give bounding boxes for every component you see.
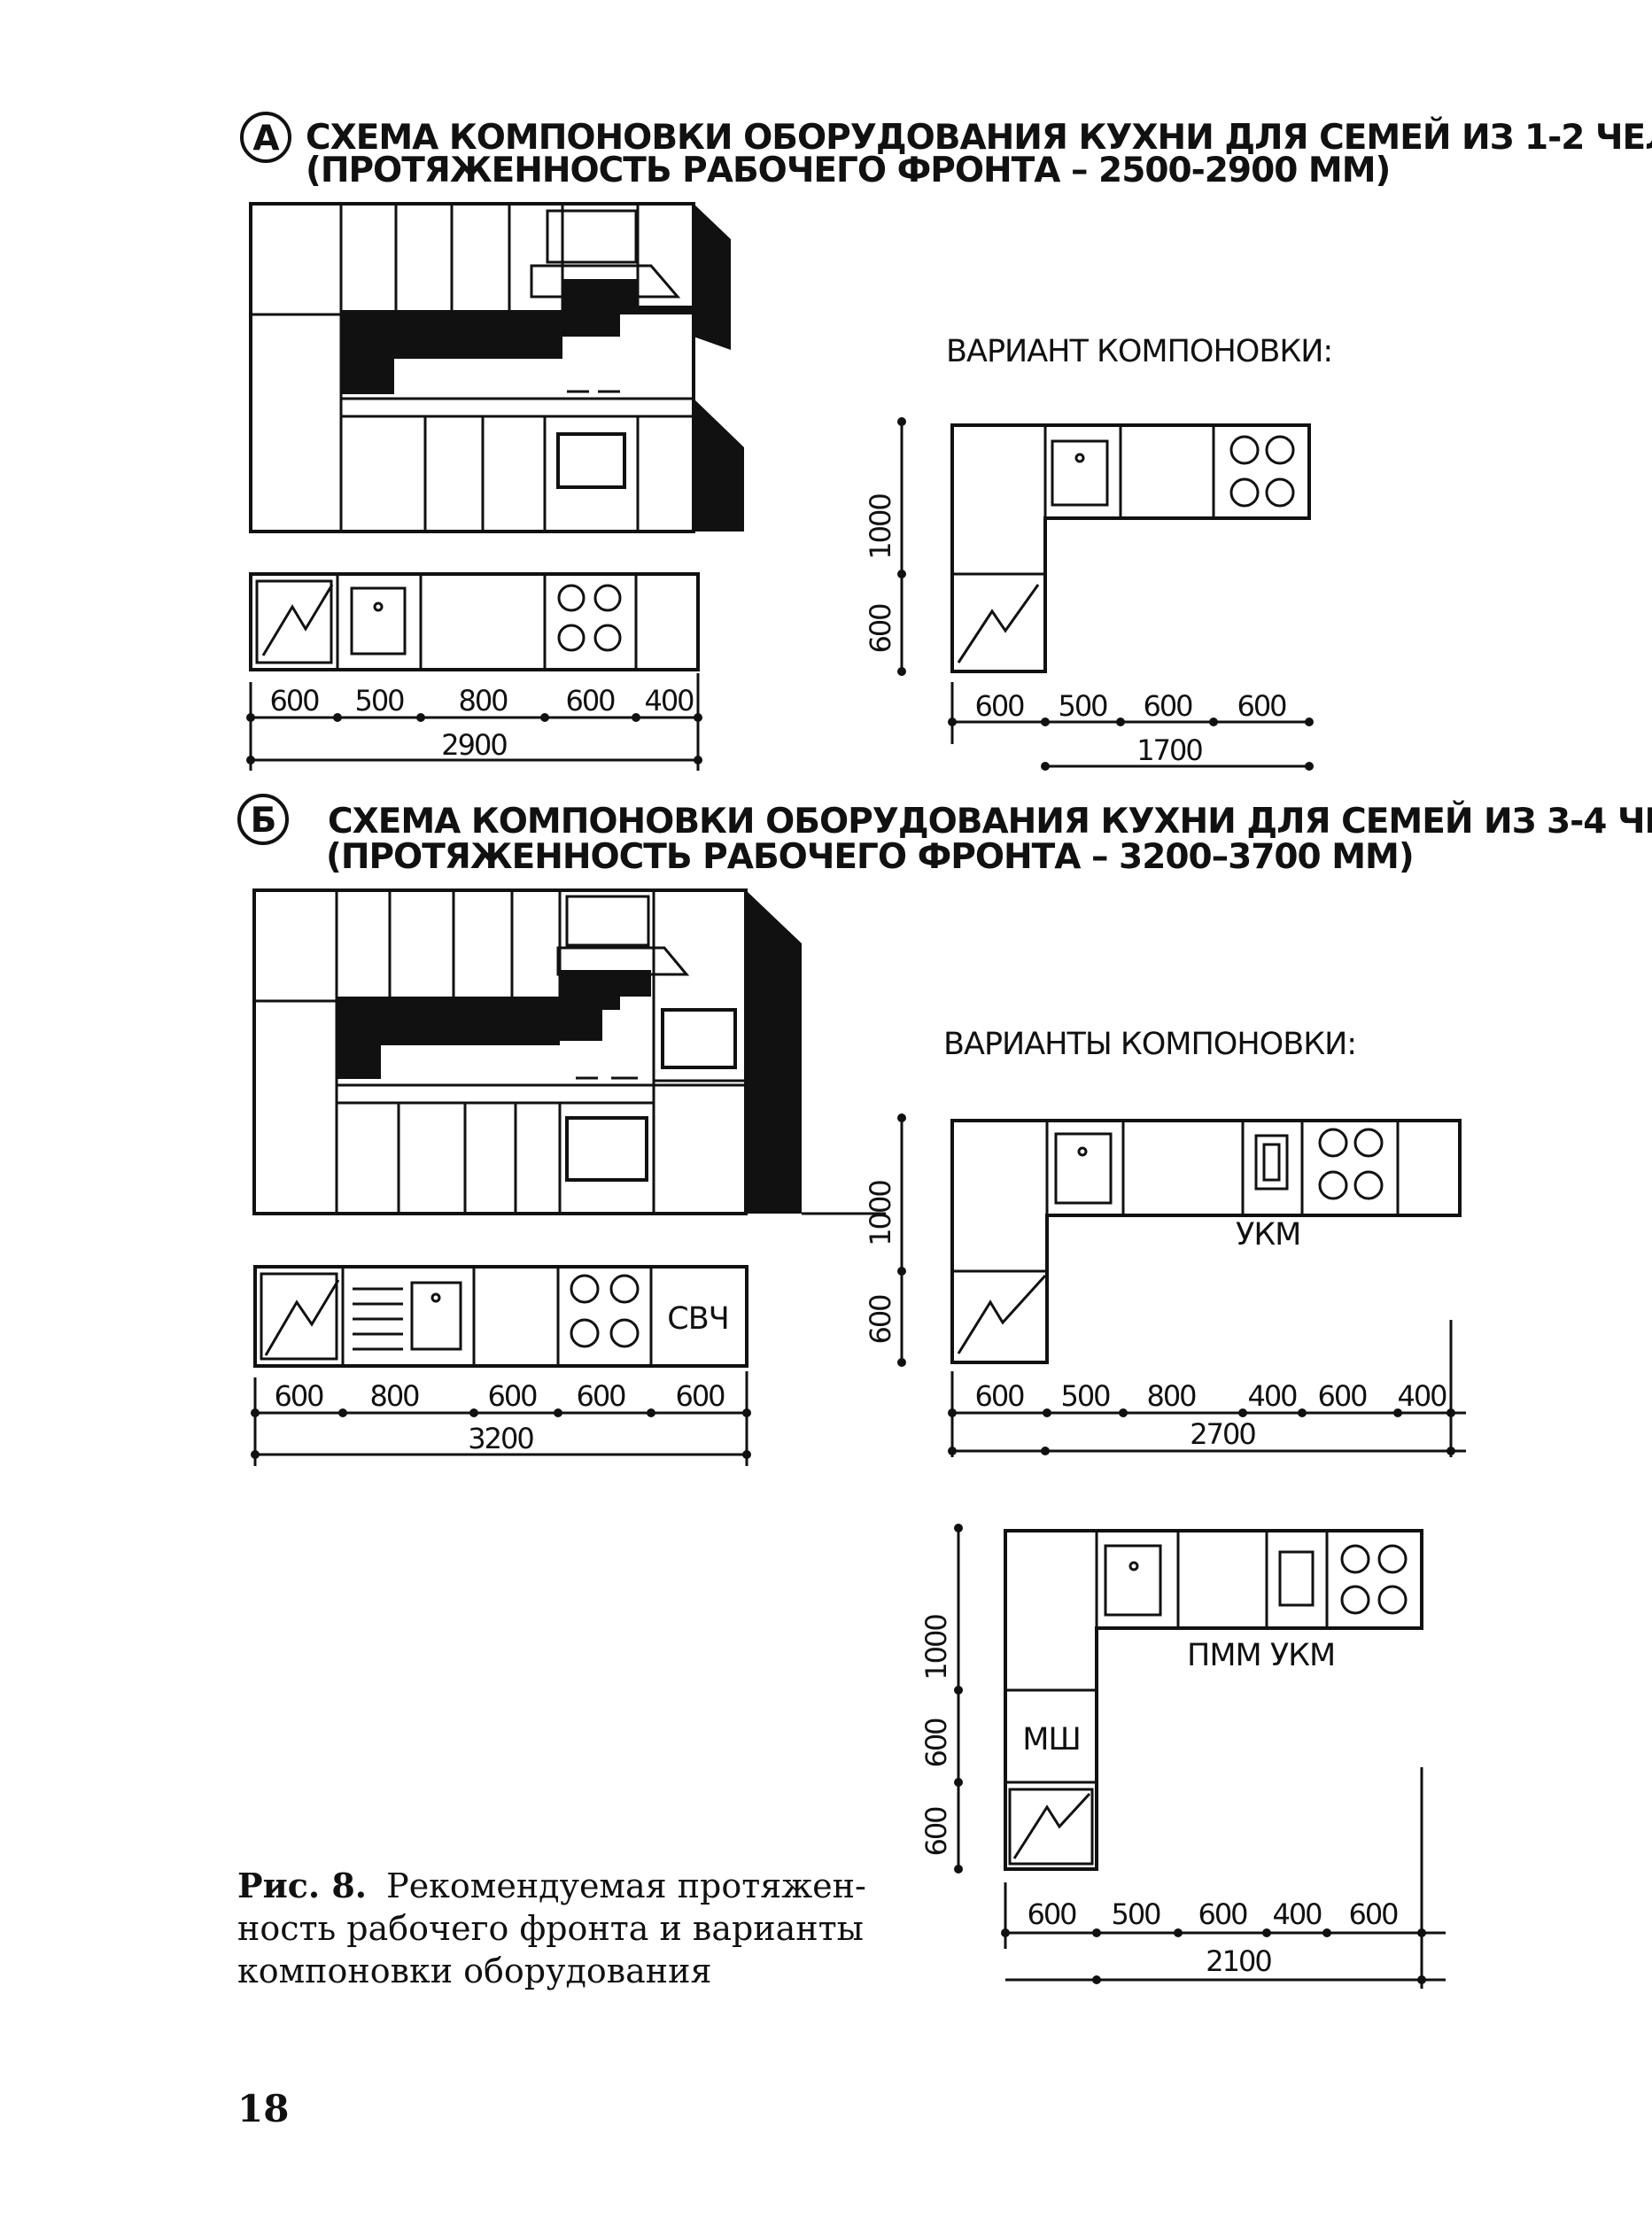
a-l-vert-1: 1000 [864,494,897,560]
section-b-marker-circle [237,794,289,845]
b-l2-dim-5: 600 [1348,1897,1398,1931]
page-number: 18 [237,2087,289,2130]
microwave-label: СВЧ [667,1301,728,1337]
section-a-marker-circle [240,112,291,163]
b-l2-total: 2100 [1206,1944,1271,1978]
section-a-variant-heading: ВАРИАНТ КОМПОНОВКИ: [946,334,1332,369]
b-l1-vert-1: 1000 [864,1181,897,1246]
a-dim-4: 600 [565,684,615,718]
b-l2-vert-1: 1000 [919,1615,953,1680]
b-l2-label: ПММ УКМ [1187,1638,1335,1673]
section-b-title-line1: СХЕМА КОМПОНОВКИ ОБОРУДОВАНИЯ КУХНИ ДЛЯ … [328,800,1652,842]
figure-caption: Рис. 8. Рекомендуемая протяжен- ность ра… [237,1866,866,1990]
section-b-l-plan-2: МШ ПММ УКМ 1000 600 600 600 500 600 400 … [919,1524,1446,1989]
section-a-elevation [249,202,744,533]
a-total: 2900 [441,728,507,762]
a-l-dim-2: 500 [1058,689,1107,723]
b-dim-4: 600 [576,1379,625,1413]
b-l1-dim-5: 600 [1317,1379,1367,1413]
b-l2-side-label: МШ [1022,1722,1081,1757]
b-l2-vert-2: 600 [919,1719,953,1768]
b-l1-dim-2: 500 [1060,1379,1110,1413]
b-l2-dim-1: 600 [1027,1897,1076,1931]
b-l1-dim-3: 800 [1146,1379,1196,1413]
a-dim-1: 600 [269,684,319,718]
section-b-linear-plan: СВЧ [253,1265,748,1368]
section-b-title-line2: (ПРОТЯЖЕННОСТЬ РАБОЧЕГО ФРОНТА – 3200–37… [326,837,1414,877]
section-a-linear-plan [249,572,700,671]
section-b-marker: Б [251,801,276,841]
b-l1-dim-6: 400 [1397,1379,1446,1413]
section-b-header: Б СХЕМА КОМПОНОВКИ ОБОРУДОВАНИЯ КУХНИ ДЛ… [237,794,1652,877]
caption-line1: Рекомендуемая протяжен- [386,1866,866,1905]
b-dim-5: 600 [675,1379,725,1413]
a-l-total: 1700 [1136,733,1202,767]
b-l1-label: УКМ [1236,1217,1300,1253]
b-l1-vert-2: 600 [864,1295,897,1345]
a-l-vert-2: 600 [864,604,897,654]
section-b-l-plan-1: УКМ 1000 600 600 500 800 400 600 400 270… [864,1113,1466,1457]
b-l2-dim-2: 500 [1111,1897,1160,1931]
caption-line2: ность рабочего фронта и варианты [237,1909,864,1948]
a-dim-2: 500 [354,684,404,718]
section-b-elevation [252,888,886,1215]
section-a-header: А СХЕМА КОМПОНОВКИ ОБОРУДОВАНИЯ КУХНИ ДЛ… [240,112,1652,190]
section-a-l-plan: 1000 600 600 500 600 600 1700 [864,417,1314,771]
a-dim-3: 800 [458,684,508,718]
b-total: 3200 [468,1422,533,1455]
a-l-dim-1: 600 [974,689,1024,723]
b-l1-total: 2700 [1190,1417,1255,1451]
b-l1-dim-1: 600 [974,1379,1024,1413]
section-a-title-line2: (ПРОТЯЖЕННОСТЬ РАБОЧЕГО ФРОНТА – 2500-29… [306,151,1390,190]
svg-text:Рис. 8. Рекомендуемая пр: Рис. 8. Рекомендуемая протяжен- [237,1866,866,1905]
a-l-dim-3: 600 [1143,689,1192,723]
b-dim-3: 600 [487,1379,537,1413]
section-a-marker: А [252,119,279,159]
b-l1-dim-4: 400 [1247,1379,1297,1413]
a-l-dim-4: 600 [1237,689,1286,723]
caption-line3: компоновки оборудования [237,1951,711,1990]
section-b-linear-dims: 600 800 600 600 600 3200 [251,1371,751,1466]
section-a-title-line1: СХЕМА КОМПОНОВКИ ОБОРУДОВАНИЯ КУХНИ ДЛЯ … [306,116,1652,158]
section-b-variant-heading: ВАРИАНТЫ КОМПОНОВКИ: [943,1027,1356,1062]
b-dim-1: 600 [274,1379,323,1413]
b-l2-dim-4: 400 [1272,1897,1322,1931]
caption-label: Рис. 8. [237,1866,367,1905]
b-l2-dim-3: 600 [1198,1897,1247,1931]
b-l2-vert-3: 600 [919,1807,953,1857]
b-dim-2: 800 [369,1379,419,1413]
section-a-linear-dims: 600 500 800 600 400 2900 [246,673,702,771]
a-dim-5: 400 [644,684,694,718]
